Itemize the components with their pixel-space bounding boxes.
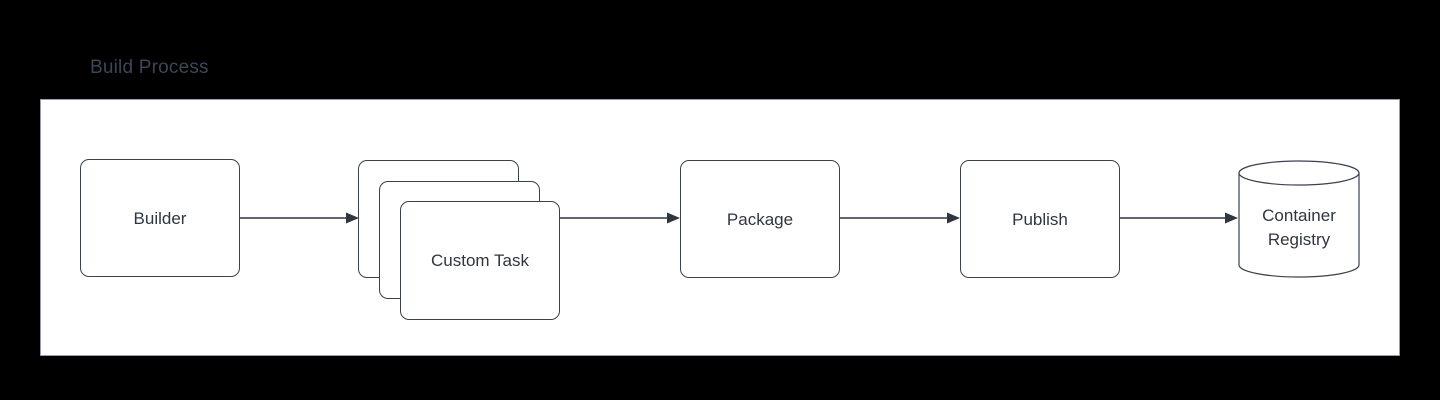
database-cylinder-icon bbox=[1238, 160, 1360, 278]
edge-package-to-publish bbox=[840, 206, 962, 230]
node-package[interactable]: Package bbox=[680, 160, 840, 278]
node-publish[interactable]: Publish bbox=[960, 160, 1120, 278]
node-package-label: Package bbox=[726, 209, 794, 229]
node-container-registry[interactable]: Container Registry bbox=[1238, 160, 1360, 278]
node-custom-task-front-label: Custom Task bbox=[431, 251, 529, 270]
edge-custom-task-to-package bbox=[560, 206, 682, 230]
node-custom-task-front[interactable]: Custom Task bbox=[400, 201, 560, 320]
node-builder-label: Builder bbox=[133, 208, 187, 228]
edge-builder-to-custom-task bbox=[240, 206, 360, 230]
node-container-registry-label: Container Registry bbox=[1238, 204, 1360, 252]
node-container-registry-label-line1: Container bbox=[1262, 206, 1336, 225]
node-container-registry-label-line2: Registry bbox=[1267, 230, 1331, 249]
edge-publish-to-container-registry bbox=[1120, 206, 1240, 230]
node-builder[interactable]: Builder bbox=[80, 159, 240, 277]
node-publish-label: Publish bbox=[1012, 209, 1068, 229]
group-title: Build Process bbox=[90, 57, 209, 78]
